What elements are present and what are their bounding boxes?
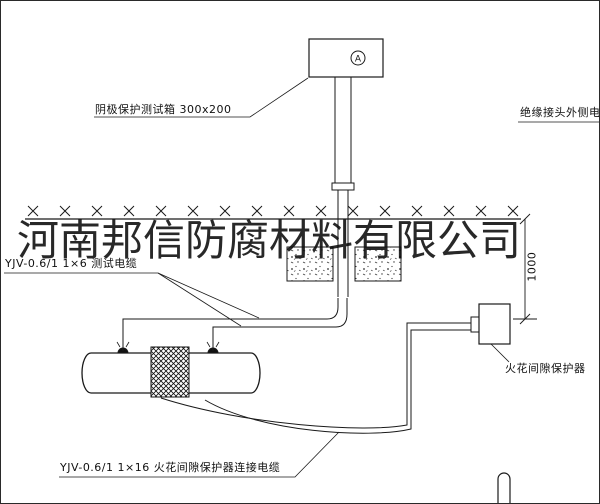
ammeter-symbol	[350, 50, 366, 66]
test-cables	[122, 298, 348, 351]
spark-gap-cables	[160, 322, 479, 434]
cable-terminals	[116, 341, 220, 354]
spark-gap-cable-label: YJV-0.6/1 1×16 火花间隙保护器连接电缆	[60, 461, 281, 474]
soil-hatch	[27, 205, 519, 217]
pipe-end-left	[81, 352, 92, 394]
spark-gap-label-leader	[490, 343, 510, 363]
dimension-value: 1000	[525, 251, 539, 282]
test-box-label-leader	[94, 77, 309, 118]
spark-gap-protector-label: 火花间隙保护器	[505, 362, 586, 375]
insulating-joint-outer-cable-label: 绝缘接头外侧电缆	[520, 106, 600, 119]
insulating-joint	[150, 346, 190, 398]
concrete-block-right	[354, 246, 402, 282]
concrete-block-left	[286, 246, 334, 282]
spark-gap-protector	[470, 303, 511, 363]
grounding-symbol	[497, 472, 511, 503]
pipe-end-right	[250, 352, 261, 394]
test-cable-label-leader	[4, 272, 260, 327]
bottom-cable-label-leader	[59, 431, 340, 478]
test-box-label: 阴极保护测试箱 300x200	[95, 103, 232, 116]
test-cable-label: YJV-0.6/1 1×6 测试电缆	[5, 257, 138, 270]
ammeter-letter: A	[355, 55, 362, 65]
concrete-foundation	[286, 246, 402, 282]
dimension-line	[513, 213, 537, 325]
conduit-riser	[331, 77, 355, 297]
test-box: A	[308, 38, 384, 78]
